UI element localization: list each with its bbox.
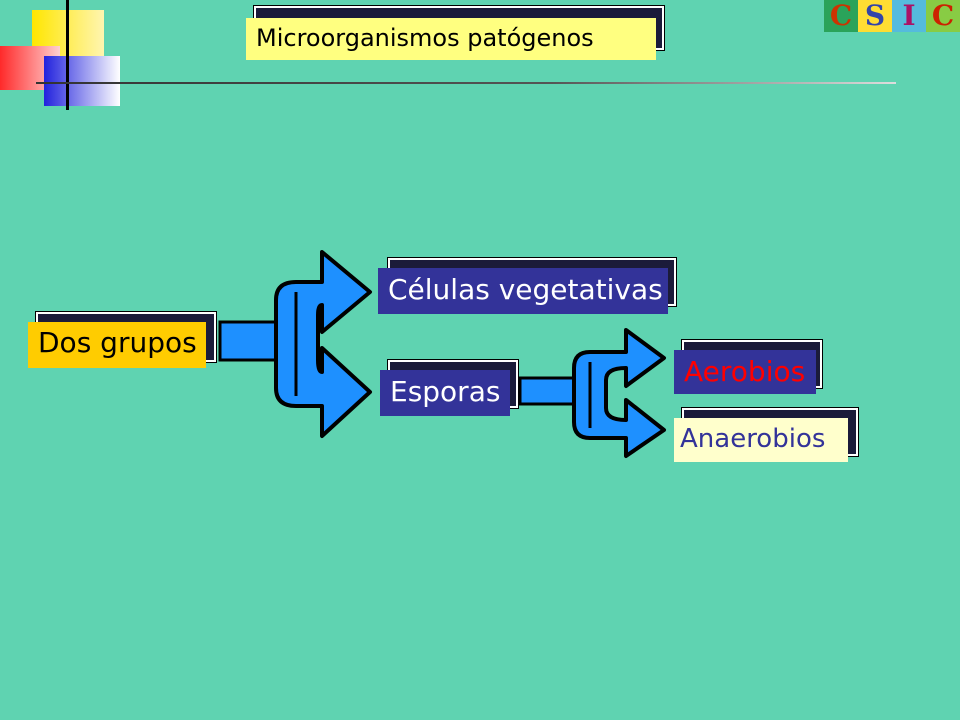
decor-square-blue: [44, 56, 120, 106]
branch-arrow-1: [274, 250, 372, 438]
esporas-box: Esporas: [380, 370, 510, 416]
slide-title: Microorganismos patógenos: [246, 18, 656, 60]
csic-logo: C S I C: [824, 0, 960, 32]
branch-arrow-2: [572, 328, 666, 458]
aerobios-box: Aerobios: [674, 350, 816, 394]
dos-grupos-box: Dos grupos: [28, 322, 206, 368]
connector-bar-1: [218, 320, 282, 362]
anaerobios-box: Anaerobios: [674, 418, 848, 462]
decor-vertical-line: [66, 0, 69, 110]
connector-bar-2: [518, 376, 582, 406]
decor-horizontal-line: [36, 82, 896, 84]
celulas-vegetativas-box: Células vegetativas: [378, 268, 668, 314]
